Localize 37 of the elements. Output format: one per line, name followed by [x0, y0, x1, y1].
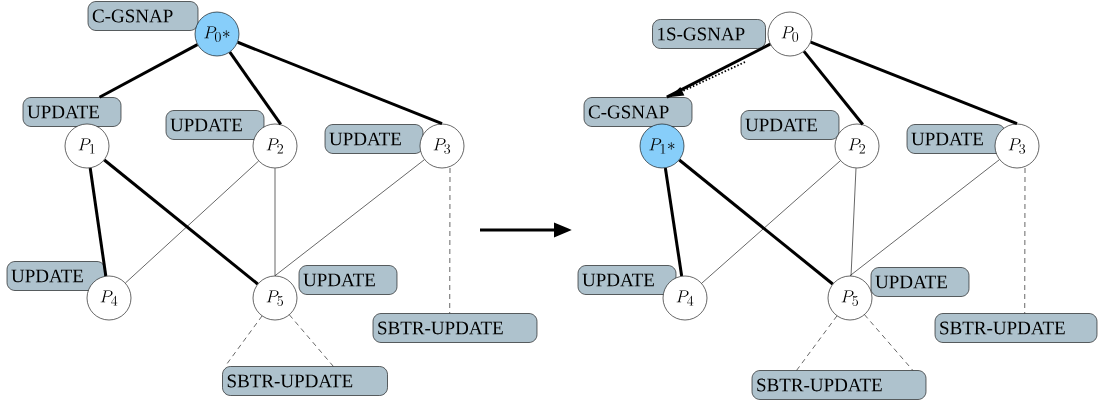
connector-line: [849, 159, 1000, 276]
message-tag: UPDATE: [577, 265, 677, 295]
message-tag: UPDATE: [22, 97, 122, 127]
connector-line: [274, 168, 276, 276]
message-tag: UPDATE: [906, 124, 1006, 154]
connector-line: [678, 158, 834, 286]
message-tag: UPDATE: [870, 267, 970, 297]
message-tag: UPDATE: [6, 261, 106, 291]
connector-line: [449, 167, 451, 314]
connector-line: [810, 40, 1018, 126]
message-tag: UPDATE: [324, 124, 424, 154]
connector-line: [663, 167, 684, 277]
message-tag: C-GSNAP: [87, 1, 199, 31]
message-tag: UPDATE: [165, 110, 265, 140]
connector-line: [98, 43, 199, 99]
message-tag: UPDATE: [298, 265, 398, 295]
connector-line: [701, 160, 841, 284]
connector-line: [237, 40, 443, 126]
message-tag: SBTR-UPDATE: [222, 366, 388, 396]
message-tag: C-GSNAP: [583, 97, 693, 127]
connector-line: [666, 42, 771, 99]
connector-line: [103, 158, 259, 286]
connector-line: [850, 168, 857, 277]
connector-line: [88, 167, 108, 277]
connector-line: [125, 160, 259, 284]
connector-line: [274, 159, 425, 276]
message-tag: SBTR-UPDATE: [372, 313, 538, 343]
message-tag: 1S-GSNAP: [652, 19, 766, 49]
connector-line: [864, 314, 913, 371]
connector-line: [1024, 167, 1026, 314]
message-tag: UPDATE: [740, 110, 840, 140]
connector-line: [289, 314, 334, 367]
connector-line: [796, 315, 838, 371]
connector-line: [802, 50, 864, 126]
message-tag: SBTR-UPDATE: [934, 313, 1098, 343]
connector-line: [228, 51, 282, 126]
message-tag: SBTR-UPDATE: [751, 370, 927, 400]
